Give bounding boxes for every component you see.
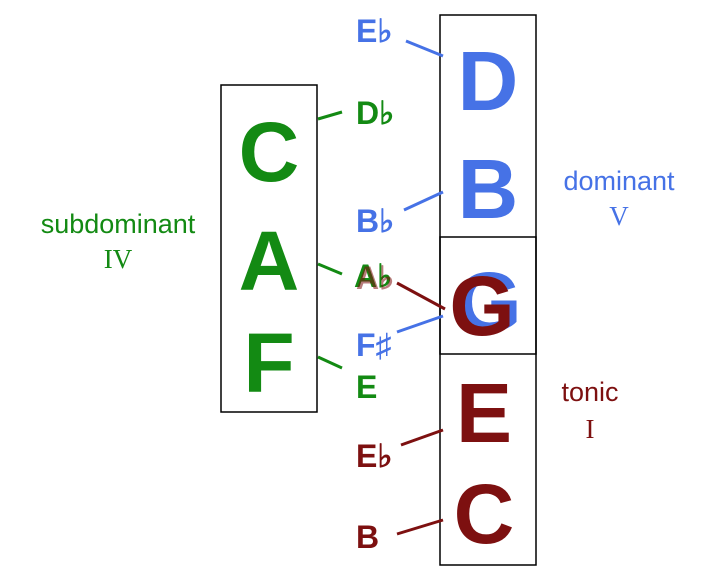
tonic-neighbor-e-flat: E♭ bbox=[356, 438, 392, 474]
subdominant-label: subdominant bbox=[41, 209, 196, 239]
connector-line bbox=[396, 314, 444, 334]
tonic-neighbor-b: B bbox=[356, 519, 379, 555]
connector-line bbox=[400, 428, 444, 447]
dominant-chord-box bbox=[439, 14, 537, 355]
subdominant-neighbor-d-flat: D♭ bbox=[356, 95, 394, 131]
subdominant-numeral: IV bbox=[104, 244, 133, 274]
subdominant-note-a: A bbox=[239, 214, 300, 308]
tonic-note-c: C bbox=[454, 467, 515, 561]
connector-line bbox=[317, 355, 343, 370]
connector-line bbox=[317, 262, 343, 276]
subdominant-neighbor-a-flat: A♭ bbox=[354, 258, 392, 294]
tonic-neighbor-a-flat: A♭ bbox=[356, 260, 394, 296]
dominant-note-g: G bbox=[456, 255, 521, 349]
subdominant-note-f: F bbox=[243, 316, 294, 410]
connector-line bbox=[317, 110, 343, 121]
dominant-neighbor-f-sharp: F♯ bbox=[356, 327, 392, 363]
dominant-neighbor-b-flat: B♭ bbox=[356, 203, 394, 239]
dominant-label: dominant bbox=[563, 166, 675, 196]
connector-line bbox=[403, 190, 444, 212]
tonic-numeral: I bbox=[586, 414, 595, 444]
subdominant-neighbor-e: E bbox=[356, 369, 377, 405]
dominant-neighbor-e-flat: E♭ bbox=[356, 13, 392, 49]
tonic-chord-box bbox=[439, 236, 537, 566]
dominant-numeral: V bbox=[609, 201, 629, 231]
tonic-note-g: G bbox=[449, 259, 514, 353]
connector-line bbox=[396, 518, 444, 536]
connector-line bbox=[405, 39, 444, 58]
tonic-label: tonic bbox=[561, 377, 618, 407]
subdominant-note-c: C bbox=[239, 105, 300, 199]
dominant-note-d: D bbox=[458, 34, 519, 128]
subdominant-chord-box bbox=[220, 84, 318, 413]
tonic-note-e: E bbox=[456, 366, 512, 460]
dominant-note-b: B bbox=[458, 142, 519, 236]
connector-line bbox=[396, 281, 446, 311]
